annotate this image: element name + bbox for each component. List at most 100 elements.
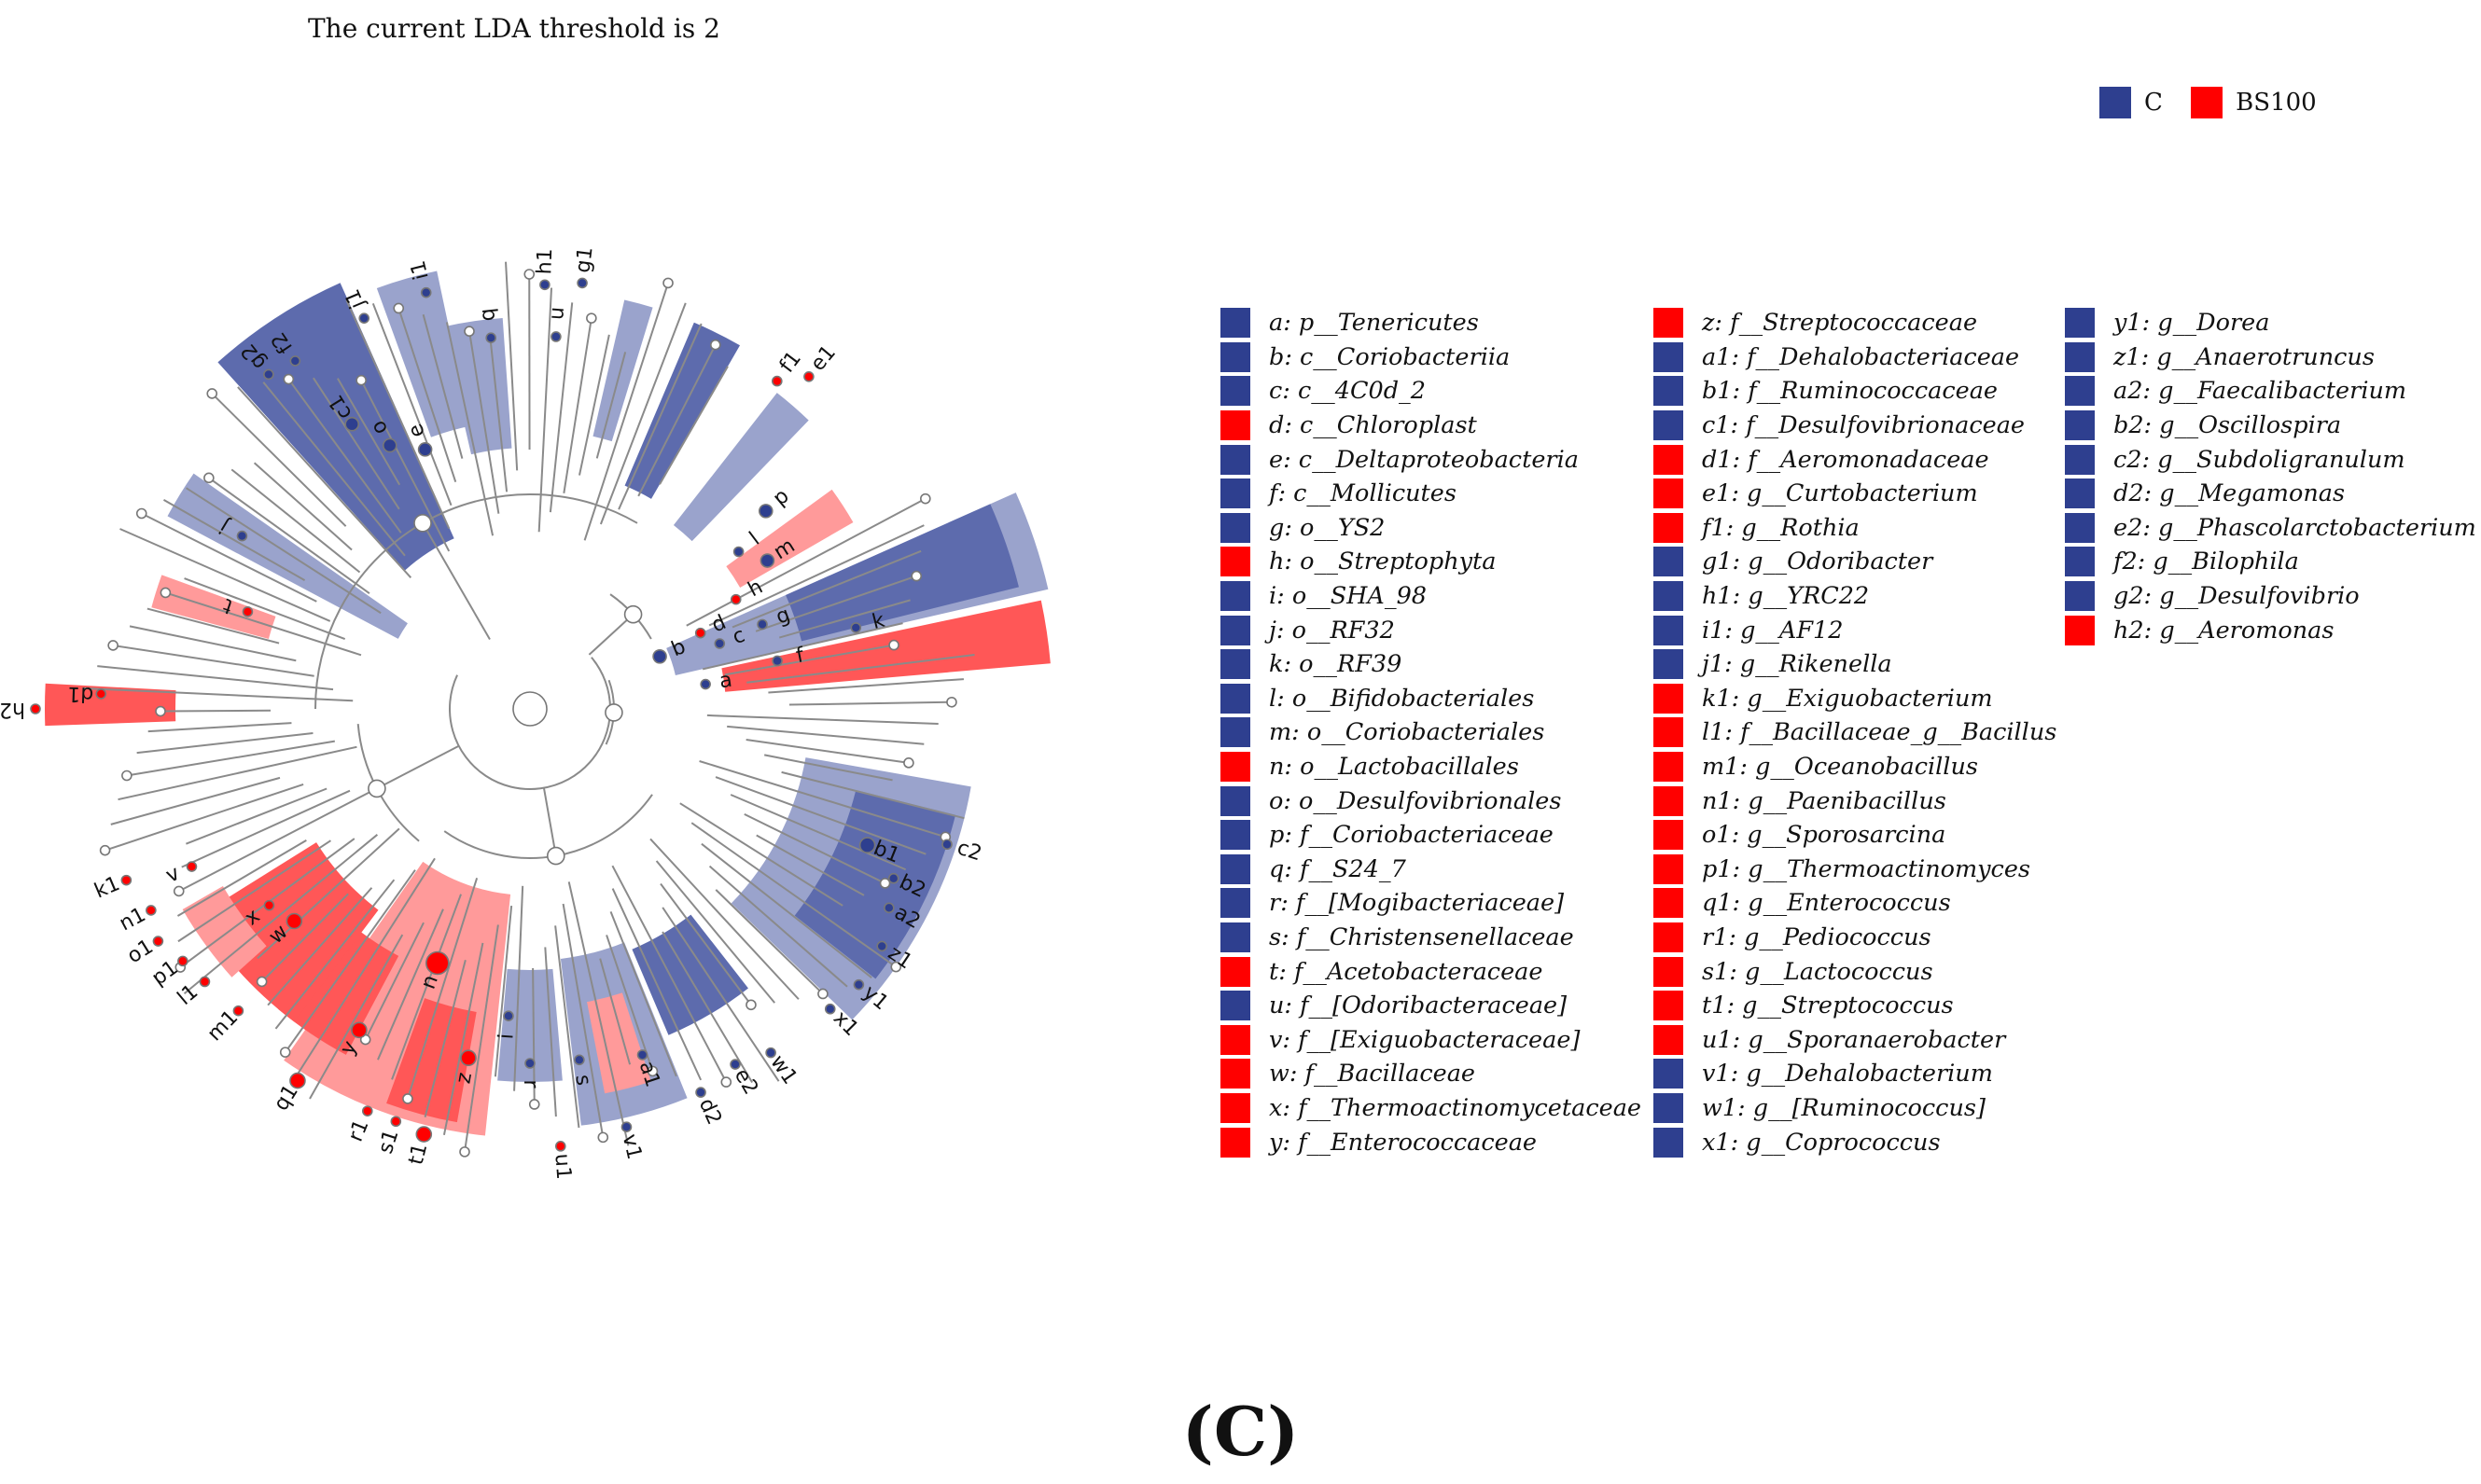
branch xyxy=(211,393,347,527)
key-swatch xyxy=(1220,853,1250,884)
biomarker-shade xyxy=(786,504,1019,642)
branch xyxy=(181,789,351,868)
cladogram-branches xyxy=(82,261,975,1153)
key-item-label: z: f__Streptococcaceae xyxy=(1702,309,1978,338)
key-item-label: z1: g__Anaerotruncus xyxy=(2113,342,2375,371)
lda-threshold-title: The current LDA threshold is 2 xyxy=(308,13,720,44)
clade-label-d1: d1 xyxy=(67,682,94,706)
clade-label-q: q xyxy=(476,307,500,323)
tree-node xyxy=(757,618,768,631)
tree-node xyxy=(890,961,902,973)
tree-node xyxy=(160,587,172,599)
key-item-label: o1: g__Sporosarcina xyxy=(1702,821,1946,850)
biomarker-shade xyxy=(441,318,512,455)
branch xyxy=(690,822,897,968)
key-item: y: f__Enterococcaceae xyxy=(1220,1125,1641,1159)
tree-node xyxy=(485,332,496,343)
clade-label-v: v xyxy=(162,862,183,888)
clade-label-e: e xyxy=(404,421,430,441)
key-swatch xyxy=(2065,308,2095,339)
key-swatch xyxy=(2065,376,2095,407)
branch xyxy=(129,625,297,662)
branch xyxy=(744,812,885,884)
clade-label-z: z xyxy=(452,1071,477,1086)
tree-node xyxy=(946,696,957,708)
key-item: r: f__[Mogibacteriaceae] xyxy=(1220,886,1641,921)
key-item: a1: f__Dehalobacteriaceae xyxy=(1653,340,2056,375)
branch xyxy=(336,378,401,486)
tree-node xyxy=(146,905,157,916)
branch xyxy=(662,907,780,1082)
key-swatch xyxy=(1653,376,1683,407)
tree-node xyxy=(636,1049,648,1061)
key-item: r1: g__Pediococcus xyxy=(1653,921,2056,955)
tree-node xyxy=(95,688,107,700)
key-swatch xyxy=(1220,512,1250,543)
key-swatch xyxy=(1220,922,1250,952)
branch xyxy=(583,283,669,541)
branch xyxy=(464,924,499,1153)
branch xyxy=(377,908,444,1061)
tree-node xyxy=(539,279,551,291)
tree-node xyxy=(206,388,218,399)
key-item-label: q1: g__Enterococcus xyxy=(1702,889,1951,918)
legend-swatch-c xyxy=(2099,87,2131,118)
tree-node xyxy=(286,912,303,930)
tree-node xyxy=(256,976,268,988)
tree-node xyxy=(460,1049,477,1067)
key-item-label: l: o__Bifidobacteriales xyxy=(1269,684,1535,713)
key-item-label: f1: g__Rothia xyxy=(1702,513,1860,542)
branch xyxy=(730,794,907,871)
tree-node xyxy=(700,678,711,690)
key-item-label: k: o__RF39 xyxy=(1269,650,1402,679)
tree-node xyxy=(720,1076,732,1088)
tree-node xyxy=(107,640,118,651)
legend-label-bs100: BS100 xyxy=(2236,89,2317,117)
key-swatch xyxy=(1220,785,1250,816)
key-item: e2: g__Phascolarctobacterium xyxy=(2065,511,2476,546)
key-item: k1: g__Exiguobacterium xyxy=(1653,682,2056,716)
key-item: a: p__Tenericutes xyxy=(1220,306,1641,340)
key-item: f: c__Mollicutes xyxy=(1220,477,1641,511)
branch xyxy=(118,745,357,801)
key-swatch xyxy=(1220,308,1250,339)
key-item-label: b: c__Coriobacteriia xyxy=(1269,342,1511,371)
key-swatch xyxy=(1220,1127,1250,1158)
key-swatch xyxy=(1653,615,1683,645)
key-item: h2: g__Aeromonas xyxy=(2065,613,2476,647)
key-item: d: c__Chloroplast xyxy=(1220,409,1641,443)
clade-label-u: u xyxy=(545,306,569,321)
branch xyxy=(267,887,373,1006)
key-item-label: j1: g__Rikenella xyxy=(1702,650,1892,679)
branch xyxy=(360,380,451,552)
key-swatch xyxy=(1653,683,1683,714)
key-item-label: n1: g__Paenibacillus xyxy=(1702,786,1946,815)
branch xyxy=(781,770,965,820)
clade-label-u1: u1 xyxy=(550,1153,575,1181)
clade-label-p1: p1 xyxy=(147,956,182,991)
key-item-label: w: f__Bacillaceae xyxy=(1269,1060,1476,1089)
clade-label-h: h xyxy=(745,576,767,603)
tree-node xyxy=(597,1131,609,1144)
legend-label-c: C xyxy=(2144,89,2163,117)
tree-node xyxy=(853,978,865,991)
key-swatch xyxy=(1220,615,1250,645)
key-item-label: w1: g__[Ruminococcus] xyxy=(1702,1093,1986,1122)
key-swatch xyxy=(1653,991,1683,1021)
key-item: x1: g__Coprococcus xyxy=(1653,1125,2056,1159)
tree-node xyxy=(911,570,923,582)
tree-node xyxy=(662,277,674,289)
branch xyxy=(176,839,307,917)
key-item: t1: g__Streptococcus xyxy=(1653,989,2056,1023)
key-item: b1: f__Ruminococcaceae xyxy=(1653,374,2056,409)
key-item: o1: g__Sporosarcina xyxy=(1653,818,2056,853)
key-item: g1: g__Odoribacter xyxy=(1653,545,2056,579)
key-item-label: p1: g__Thermoactinomyces xyxy=(1702,854,2031,883)
key-item-label: e: c__Deltaproteobacteria xyxy=(1269,445,1579,474)
branch xyxy=(141,512,317,603)
branch xyxy=(756,834,865,896)
key-item-label: i: o__SHA_98 xyxy=(1269,582,1428,611)
tree-node xyxy=(605,703,623,722)
branch xyxy=(505,261,519,471)
tree-node xyxy=(887,872,899,884)
